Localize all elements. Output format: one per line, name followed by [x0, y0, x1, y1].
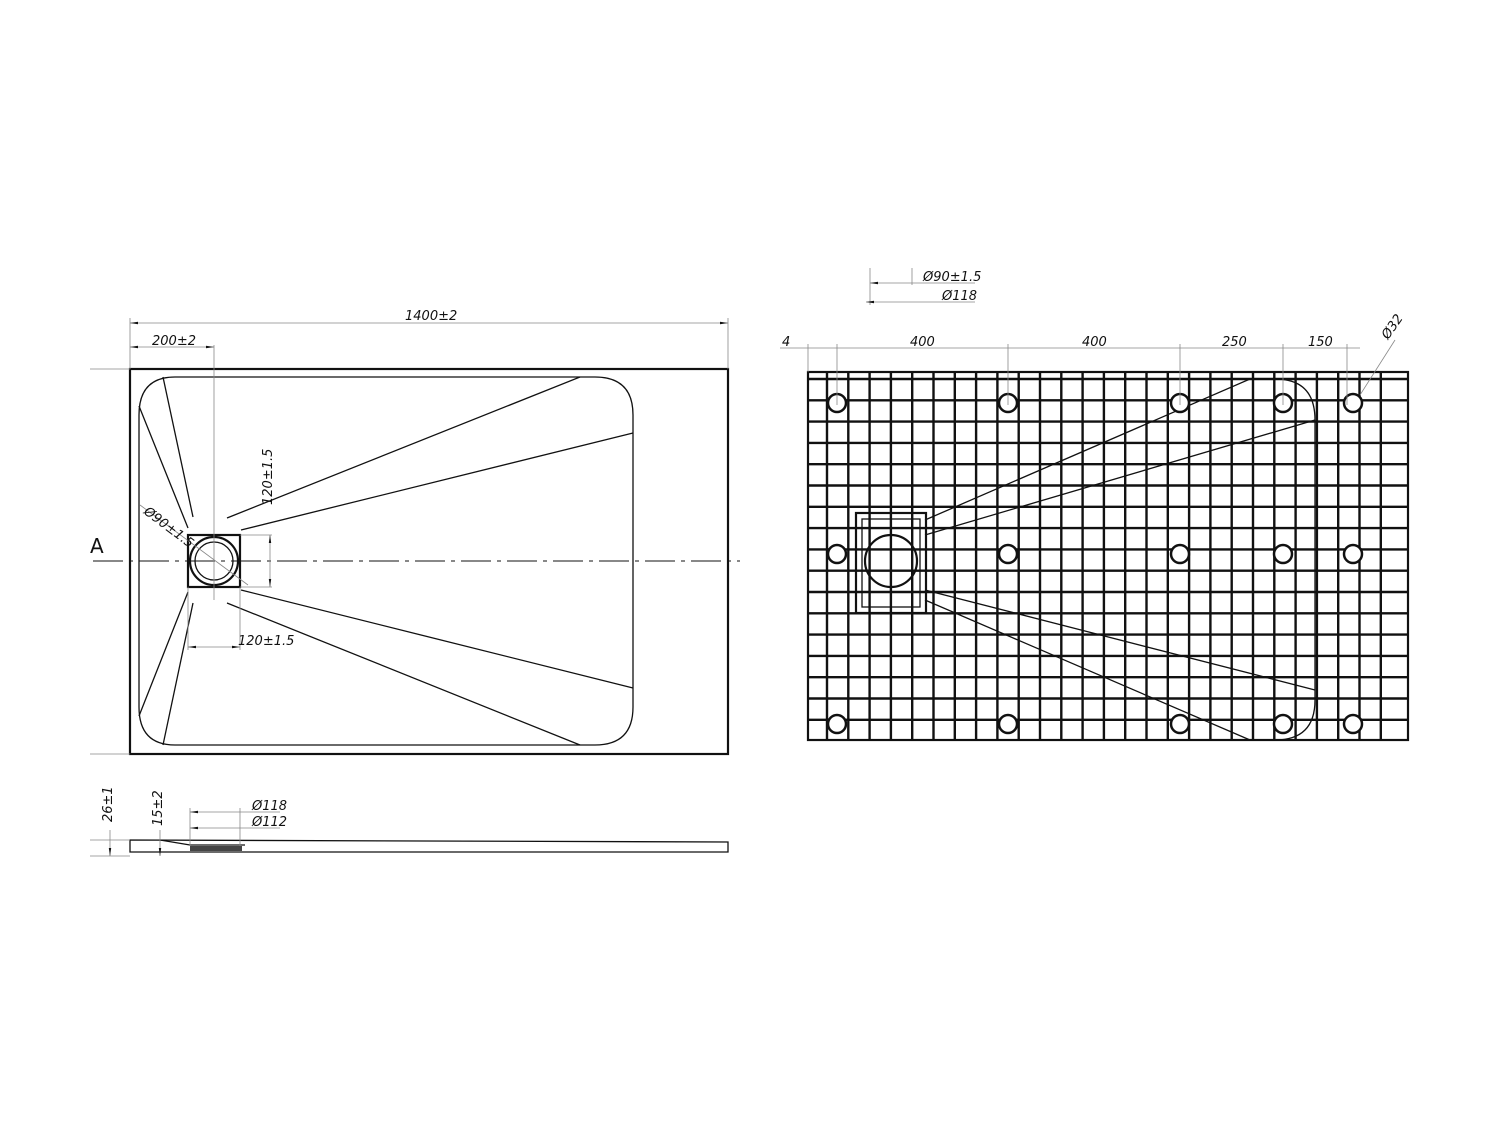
slope-lines: [138, 376, 634, 746]
tray-inner-basin: [138, 376, 634, 746]
dim-spacing-2: 400: [1082, 335, 1107, 350]
bottom-view: Ø90±1.5 Ø118 4 400 400 250 150 Ø32: [780, 268, 1410, 742]
dim-length: 1400±2: [405, 309, 457, 324]
dim-outer-diameter: Ø118: [941, 289, 977, 304]
dim-outer-diameter: Ø118: [251, 799, 287, 814]
tray-profile: [129, 839, 729, 853]
support-foot: [1342, 543, 1364, 565]
dim-drain-diameter: Ø90±1.5: [922, 270, 981, 285]
dim-spacing-1: 400: [910, 335, 935, 350]
dim-total-height: 26±1: [101, 786, 116, 822]
dim-inner-diameter: Ø112: [251, 815, 287, 830]
dim-drain-offset: 200±2: [152, 334, 196, 349]
side-view: 26±1 15±2 Ø118 Ø112: [90, 786, 729, 857]
dim-edge-height: 15±2: [151, 790, 166, 826]
support-foot: [1272, 713, 1294, 735]
support-foot: [1169, 713, 1191, 735]
support-foot: [826, 713, 848, 735]
support-foot: [997, 543, 1019, 565]
support-foot: [1169, 543, 1191, 565]
top-view: A 1400±2 200±2 120±1.5 120±1.5 Ø90±1.5: [90, 309, 740, 756]
drain-profile: [190, 846, 242, 851]
support-foot: [1272, 543, 1294, 565]
dim-drain-height: 120±1.5: [261, 449, 276, 505]
dim-edge: 4: [782, 335, 790, 350]
support-feet: [826, 392, 1364, 735]
support-foot: [826, 543, 848, 565]
dim-spacing-3: 250: [1222, 335, 1247, 350]
drain-hole: [863, 533, 919, 589]
support-grid: [808, 372, 1408, 740]
dim-spacing-4: 150: [1308, 335, 1333, 350]
support-foot: [1342, 392, 1364, 414]
support-foot: [997, 713, 1019, 735]
support-foot: [1342, 713, 1364, 735]
section-label: A: [90, 534, 104, 558]
dim-foot-diameter: Ø32: [1378, 312, 1406, 343]
drain-housing: [854, 511, 928, 615]
dim-drain-width: 120±1.5: [238, 634, 294, 649]
